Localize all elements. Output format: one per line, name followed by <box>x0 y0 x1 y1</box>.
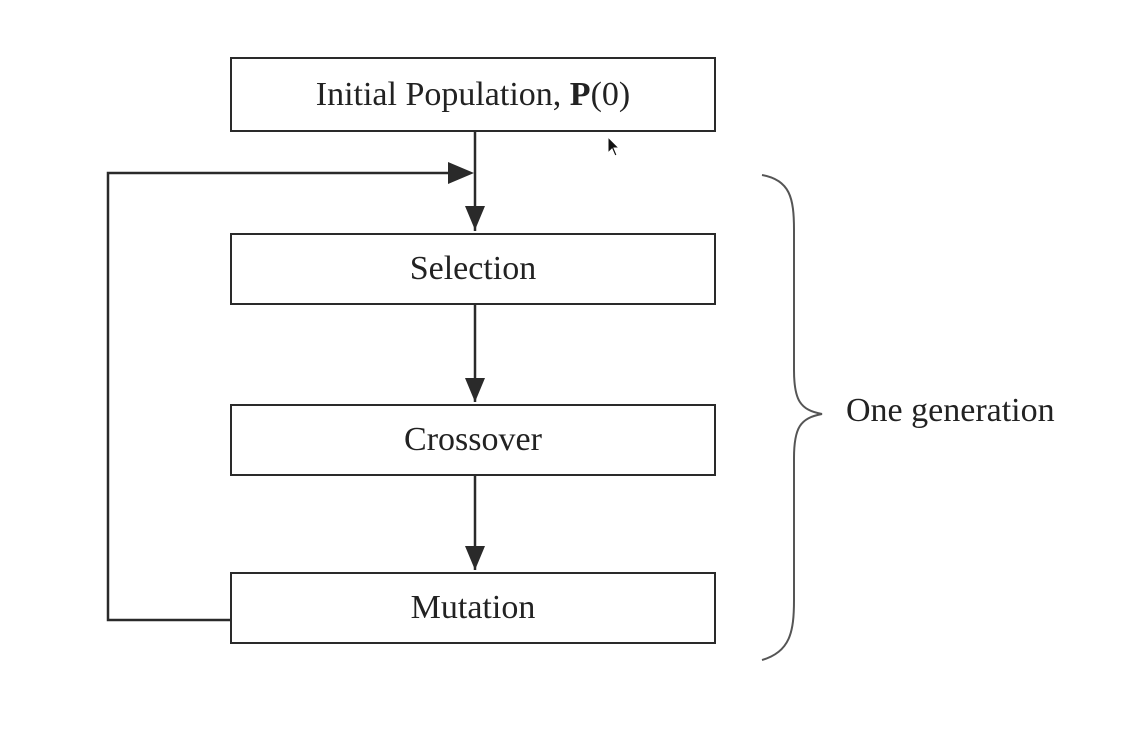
arrowhead-feedback <box>448 162 474 184</box>
arrowhead-crossover <box>465 378 485 402</box>
selection-label: Selection <box>409 250 537 287</box>
initial-population-box: Initial Population, P(0) <box>230 57 716 132</box>
arrowhead-selection <box>465 206 485 230</box>
one-generation-label: One generation <box>846 392 1055 429</box>
initial-population-prefix: Initial Population, <box>315 75 570 113</box>
mutation-label: Mutation <box>410 589 536 626</box>
crossover-label: Crossover <box>404 421 542 458</box>
mutation-box: Mutation <box>230 572 716 644</box>
initial-population-label: Initial Population, P(0) <box>316 76 630 114</box>
population-symbol: P <box>569 75 591 113</box>
initial-population-suffix: (0) <box>590 75 631 113</box>
arrowhead-mutation <box>465 546 485 570</box>
generation-brace <box>761 174 823 661</box>
crossover-box: Crossover <box>230 404 716 476</box>
selection-box: Selection <box>230 233 716 305</box>
feedback-loop-line <box>106 171 452 622</box>
mouse-cursor-icon <box>607 136 621 157</box>
